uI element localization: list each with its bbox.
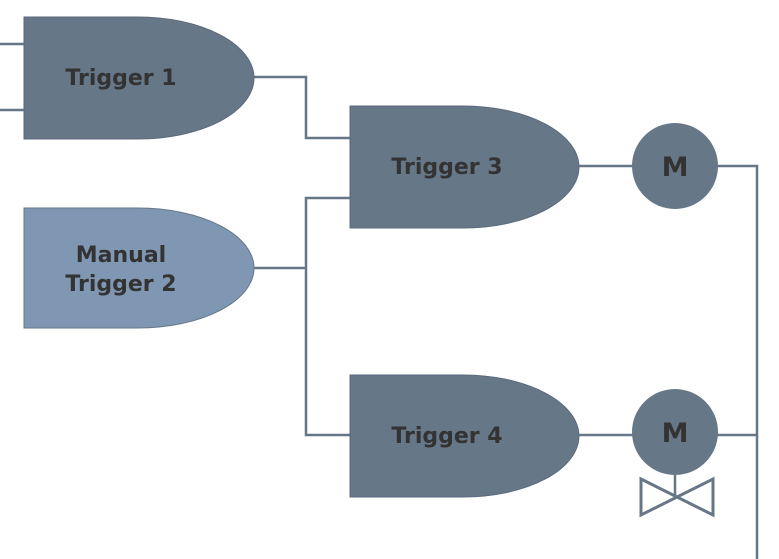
and-gate-shape [349,105,580,229]
gate-trigger1[interactable]: Trigger 1 [23,16,255,140]
motor-2[interactable]: M [632,389,718,475]
and-gate-shape [23,207,255,329]
wire-trigger2-to-trigger3 [304,196,350,268]
wire-trigger2-to-trigger4 [304,268,350,437]
gate-label-line2: Trigger 2 [65,272,176,297]
motor-label: M [662,418,689,449]
wire-motor1-out [717,164,759,559]
wire-trigger1-to-trigger3 [252,75,350,140]
motor-circle-icon [632,389,718,475]
motor-1[interactable]: M [632,123,718,209]
gate-label: Trigger 1 [65,66,176,91]
valve-shape [639,476,715,518]
gate-manual-trigger2[interactable]: Manual Trigger 2 [23,207,255,329]
gate-label-line1: Manual [76,243,166,268]
bowtie-valve-icon [639,476,715,518]
gate-label: Trigger 3 [391,155,502,180]
and-gate-shape [349,374,580,498]
wires [0,42,759,559]
motor-circle-icon [632,123,718,209]
gate-label: Trigger 4 [391,424,502,449]
gate-trigger4[interactable]: Trigger 4 [349,374,580,498]
motor-label: M [662,152,689,183]
gate-trigger3[interactable]: Trigger 3 [349,105,580,229]
and-gate-shape [23,16,255,140]
